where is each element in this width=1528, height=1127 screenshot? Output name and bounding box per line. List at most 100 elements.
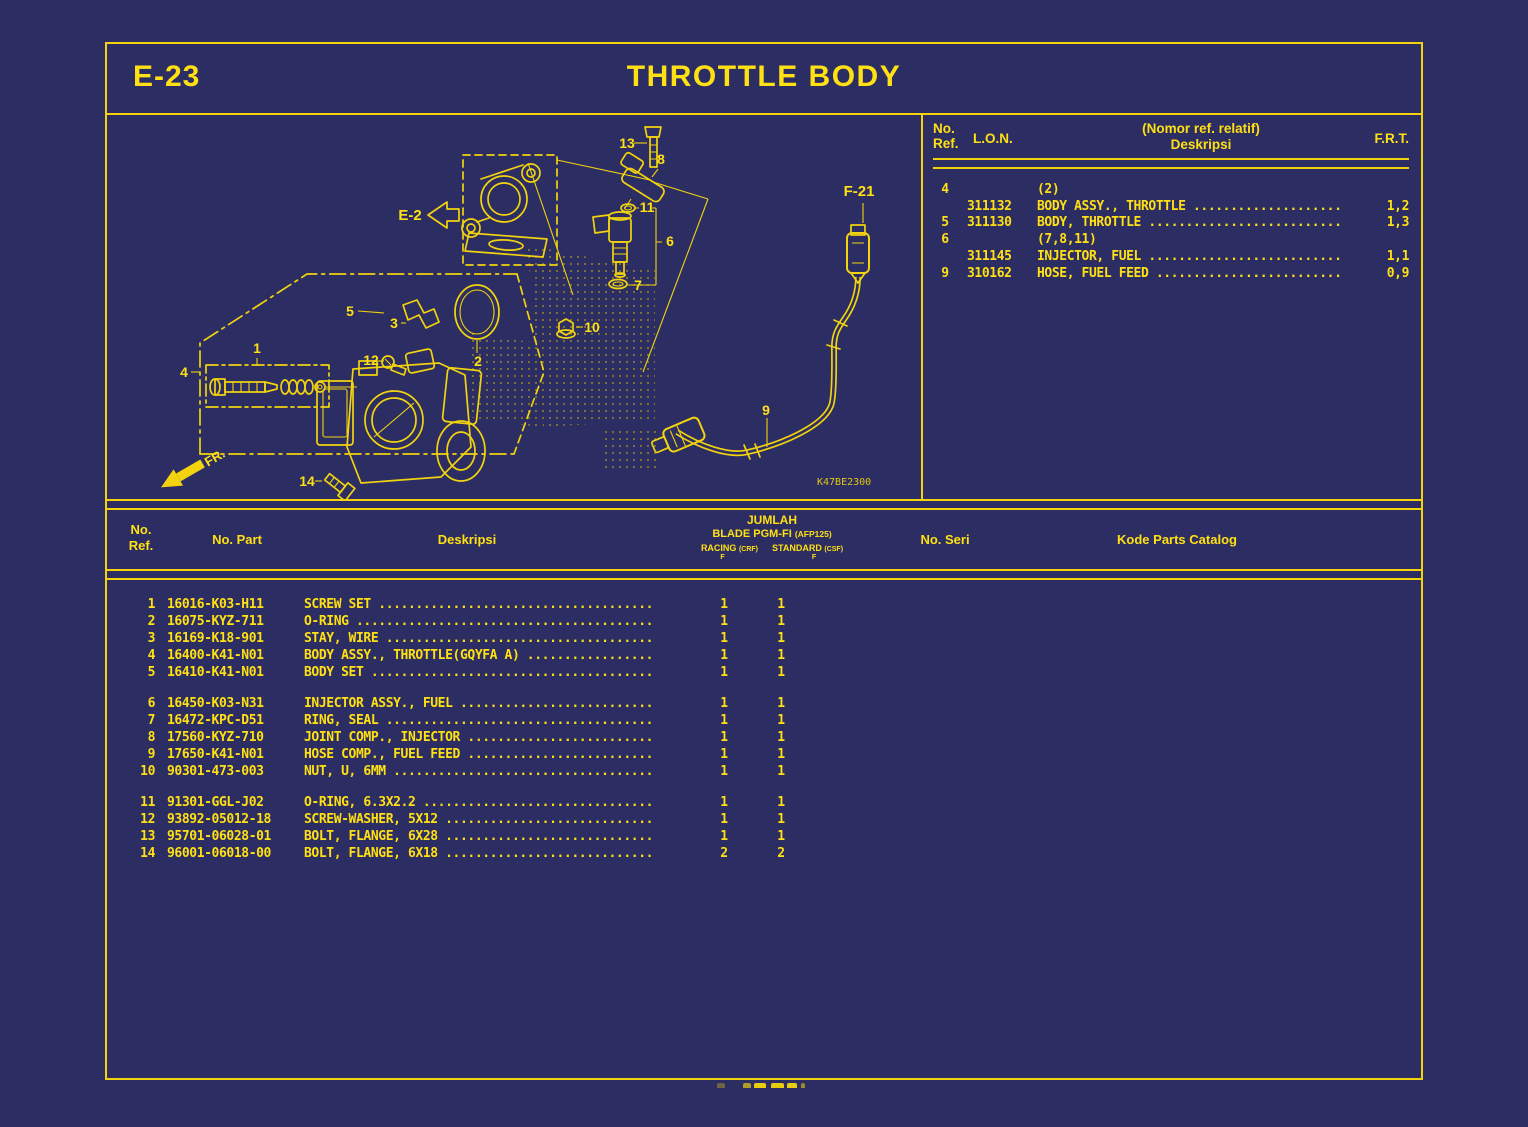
qty-racing: 1 — [720, 747, 728, 762]
lon-table-header: No. Ref. L.O.N. (Nomor ref. relatif) Des… — [933, 121, 1409, 153]
part-desc: SCREW SET ..............................… — [304, 597, 654, 612]
table-row: 11 91301-GGL-J02 O-RING, 6.3X2.2 .......… — [107, 794, 1421, 811]
part-no: 17650-K41-N01 — [167, 747, 264, 762]
qty-standard: 1 — [777, 713, 785, 728]
racing-label: RACING — [700, 543, 737, 553]
row-group-gap — [107, 681, 1421, 695]
model-note: (AFP125) — [794, 529, 832, 539]
lon-row: 311132 BODY ASSY., THROTTLE ............… — [933, 198, 1409, 215]
part-desc: NUT, U, 6MM ............................… — [304, 764, 654, 779]
lon-header-note: (Nomor ref. relatif) — [1142, 121, 1260, 136]
lon-header-frt: F.R.T. — [1374, 131, 1409, 146]
qty-standard: 1 — [777, 764, 785, 779]
parts-header-seri: No. Seri — [920, 532, 970, 547]
ref-no: 1 — [147, 597, 156, 612]
stay-wire — [402, 299, 440, 329]
table-row: 2 16075-KYZ-711 O-RING .................… — [107, 613, 1421, 630]
part-desc: STAY, WIRE .............................… — [304, 631, 654, 646]
part-desc: SCREW-WASHER, 5X12 .....................… — [304, 812, 654, 827]
parts-band-bottom-divider — [107, 569, 1421, 580]
flange-bolt — [323, 472, 356, 502]
o-ring — [454, 284, 500, 340]
diagram-panel: E-2 — [107, 115, 923, 502]
lon-ref: 5 — [941, 215, 949, 231]
qty-standard: 1 — [777, 597, 785, 612]
ref-no: 5 — [147, 665, 156, 680]
lon-rows: 4 (2) 311132 BODY ASSY., THROTTLE ......… — [933, 181, 1409, 282]
lon-ref: 6 — [941, 232, 949, 248]
parts-list: 1 16016-K03-H11 SCREW SET ..............… — [107, 580, 1421, 862]
ref-no: 14 — [140, 846, 155, 861]
callout-numbers: 1 2 3 4 5 6 7 8 9 10 11 12 13 14 — [180, 135, 770, 489]
injector-assembly — [592, 126, 665, 290]
part-desc: BOLT, FLANGE, 6X28 .....................… — [304, 829, 654, 844]
header-band: E-23 THROTTLE BODY — [107, 44, 1421, 115]
lon-number: 311132 — [967, 198, 1012, 214]
ref-no: 11 — [140, 795, 155, 810]
lon-frt: 1,3 — [1386, 215, 1410, 231]
qty-standard: 1 — [777, 648, 785, 663]
lon-row: 5 311130 BODY, THROTTLE ................… — [933, 215, 1409, 232]
table-row: 12 93892-05012-18 SCREW-WASHER, 5X12 ...… — [107, 811, 1421, 828]
fr-direction-arrow: FR. — [161, 446, 228, 488]
qty-standard: 1 — [777, 614, 785, 629]
callout-3: 3 — [390, 315, 398, 331]
table-row: 14 96001-06018-00 BOLT, FLANGE, 6X18 ...… — [107, 845, 1421, 862]
qty-standard: 1 — [777, 665, 785, 680]
part-desc: HOSE COMP., FUEL FEED ..................… — [304, 747, 654, 762]
callout-5: 5 — [346, 303, 354, 319]
qty-racing: 1 — [720, 696, 728, 711]
part-desc: BOLT, FLANGE, 6X18 .....................… — [304, 846, 654, 861]
lon-header-divider — [933, 158, 1409, 169]
part-desc: INJECTOR ASSY., FUEL ...................… — [304, 696, 654, 711]
table-row: 13 95701-06028-01 BOLT, FLANGE, 6X28 ...… — [107, 828, 1421, 845]
parts-table-header: No. Ref. No. Part Deskripsi JUMLAH BLADE… — [107, 510, 1421, 569]
qty-racing: 1 — [720, 829, 728, 844]
page-title: THROTTLE BODY — [626, 60, 902, 93]
part-no: 96001-06018-00 — [167, 846, 271, 861]
part-no: 90301-473-003 — [167, 764, 264, 779]
callout-13: 13 — [619, 135, 635, 151]
callout-14: 14 — [299, 473, 315, 489]
fuel-hose — [650, 224, 870, 460]
qty-racing: 1 — [720, 730, 728, 745]
part-no: 16169-K18-901 — [167, 631, 264, 646]
ref-no: 3 — [147, 631, 156, 646]
part-desc: RING, SEAL .............................… — [304, 713, 654, 728]
jumlah-label: JUMLAH — [747, 513, 797, 527]
lon-row: 311145 INJECTOR, FUEL ..................… — [933, 248, 1409, 265]
callout-9: 9 — [762, 402, 770, 418]
ref-no: 10 — [140, 764, 155, 779]
part-no: 93892-05012-18 — [167, 812, 271, 827]
parts-header-kode: Kode Parts Catalog — [1117, 532, 1237, 547]
exploded-diagram-svg: E-2 — [161, 126, 874, 502]
callout-11: 11 — [640, 199, 655, 215]
e2-label: E-2 — [398, 207, 421, 224]
part-no: 16400-K41-N01 — [167, 648, 264, 663]
e2-arrow — [427, 201, 460, 229]
qty-standard: 1 — [777, 631, 785, 646]
qty-standard: 1 — [777, 812, 785, 827]
ref-no: 8 — [147, 730, 156, 745]
screw-washer — [381, 355, 407, 376]
lon-header-lon: L.O.N. — [973, 131, 1013, 146]
insulator-flange — [461, 163, 548, 258]
table-row: 4 16400-K41-N01 BODY ASSY., THROTTLE(GQY… — [107, 647, 1421, 664]
e2-group-box — [462, 154, 558, 266]
throttle-body — [316, 348, 486, 484]
part-no: 17560-KYZ-710 — [167, 730, 264, 745]
table-row: 3 16169-K18-901 STAY, WIRE .............… — [107, 630, 1421, 647]
table-row: 5 16410-K41-N01 BODY SET ...............… — [107, 664, 1421, 681]
lon-frt: 0,9 — [1386, 265, 1410, 281]
parts-band-top-divider — [107, 499, 1421, 510]
table-row: 1 16016-K03-H11 SCREW SET ..............… — [107, 596, 1421, 613]
part-desc: BODY ASSY., THROTTLE(GQYFA A) ..........… — [304, 648, 654, 663]
ref-no: 13 — [140, 829, 155, 844]
lon-row: 9 310162 HOSE, FUEL FEED ...............… — [933, 265, 1409, 282]
racing-note: (CRF) — [738, 546, 759, 553]
qty-racing: 1 — [720, 597, 728, 612]
qty-standard: 1 — [777, 696, 785, 711]
standard-note: (CSF) — [824, 546, 844, 553]
callout-12: 12 — [363, 352, 379, 368]
